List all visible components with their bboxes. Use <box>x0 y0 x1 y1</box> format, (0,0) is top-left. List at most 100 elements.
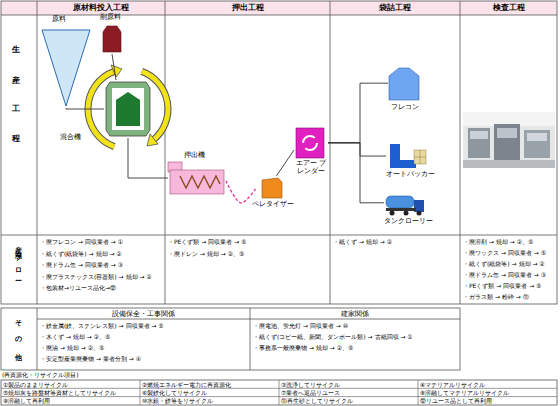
waste-flow-item: ・廃プラスチックス(容器類) → 焼却 → ② <box>40 273 152 281</box>
recycle-item: ⑧溶融してマテリアルリサイクル <box>420 389 509 397</box>
column-rule <box>140 380 141 405</box>
table-frame <box>1 380 557 405</box>
tank-lorry-node: タンクローリー <box>384 192 426 228</box>
column-rule <box>279 380 280 405</box>
row-rule <box>1 235 557 236</box>
equipment-label: 押出機 <box>184 152 205 160</box>
waste-flow-item: ・廃溶剤 → 焼却 → ②、⑤ <box>463 238 533 246</box>
recycle-item: ⑩水銀・鉄等をリサイクル <box>142 397 213 405</box>
recycle-item: ⑫リユース品として再利用 <box>420 397 492 405</box>
extruder-screw <box>180 176 220 188</box>
column-rule <box>418 380 419 405</box>
flexible-container-node: フレコン <box>388 66 422 118</box>
extruder-body <box>170 170 224 194</box>
waste-flow-item: ・事務系一般廃棄物 → 焼却 → ②、⑤ <box>253 344 353 352</box>
material-bag-node: 副原料 <box>98 14 126 54</box>
equipment-label: ペレタイザー <box>252 201 294 209</box>
table-header: 建家関係 <box>250 310 460 318</box>
process-connector <box>226 181 256 203</box>
inspection-machine-panel <box>527 133 547 141</box>
packer-bags <box>414 150 426 164</box>
rotation-arrowhead <box>111 65 122 77</box>
pelletizer-shape <box>262 178 282 198</box>
blender-node: エアー ブレンダー <box>294 126 328 174</box>
column-rule <box>37 1 38 304</box>
inspection-machine-panel <box>470 131 488 139</box>
process-connector <box>328 143 386 156</box>
equipment-outline <box>40 16 92 108</box>
waste-flow-item: ・廃ドラム缶 → 回収業者 → ③ <box>40 261 123 269</box>
process-connector <box>328 143 384 203</box>
pelletizer-node: ペレタイザー <box>256 176 290 214</box>
equipment-label: オートパッカー <box>386 171 435 179</box>
waste-flow-item: ・廃ドレン → 焼却 → ②、⑤ <box>168 250 244 258</box>
process-connector <box>66 108 104 109</box>
column-rule <box>37 308 38 370</box>
waste-flow-item: ・安定型産業廃棄物 → 業者分別 → ④ <box>40 355 141 363</box>
process-connector <box>276 150 294 176</box>
waste-flow-item: ・包装材→リユース品化→⑫ <box>40 284 116 292</box>
mixer-window <box>112 88 144 130</box>
waste-flow-item: ・廃電池、蛍光灯 → 回収業者 → ⑩ <box>253 322 348 330</box>
lorry-wheel <box>404 211 409 216</box>
packer-bag-lines <box>414 150 426 164</box>
equipment-outline <box>256 176 290 214</box>
recycle-item: ②燃焼エネルギー電力に再資源化 <box>142 381 231 389</box>
equipment-outline <box>104 80 152 138</box>
hopper-node: 原料 <box>40 16 92 108</box>
column-rule <box>250 308 251 370</box>
inspection-machine-panel <box>497 128 517 138</box>
inspection-machine <box>494 124 520 160</box>
flexible-container-shape <box>389 68 419 100</box>
column-header: 袋詰工程 <box>330 3 460 13</box>
table-frame <box>1 308 460 370</box>
waste-flow-item: ・PEくず類 → 回収業者 → ⑤ <box>463 282 541 290</box>
hopper-shape <box>42 30 90 106</box>
waste-flow-item: ・廃ドラム缶 → 回収業者 → ③ <box>463 271 546 279</box>
mixer-frame <box>106 82 150 136</box>
waste-flow-item: ・紙くず → 焼却 → ② <box>333 238 392 246</box>
inspection-machine <box>524 130 550 158</box>
recycle-item: ⑥製鉄化してリサイクル <box>142 389 207 397</box>
waste-flow-item: ・木くず → 焼却 → ②、⑤ <box>40 333 110 341</box>
recycle-item: ③洗浄してリサイクル <box>281 381 340 389</box>
column-rule <box>460 1 461 304</box>
photo-background <box>463 112 555 168</box>
waste-flow-item: ・紙くず(コピー紙、新聞、ダンボール類) → 古紙回収 → ① <box>253 333 413 341</box>
column-header: 押出工程 <box>165 3 330 13</box>
waste-flow-item: ・紙くず(紙袋等) → 焼却 → ② <box>463 260 545 268</box>
waste-flow-item: ・廃ワックス → 回収業者 → ⑤ <box>463 249 546 257</box>
column-rule <box>165 1 166 304</box>
rotation-arrowhead <box>147 134 158 146</box>
table-caption: (再資源化・リサイクル項目) <box>2 371 79 379</box>
waste-flow-item: ・紙くず(紙袋等) → 焼却 → ② <box>40 250 122 258</box>
rotation-arrows <box>88 65 168 147</box>
equipment-label: フレコン <box>391 104 419 112</box>
blender-shape <box>296 128 324 158</box>
recycle-item: ⑪再生砂としてリサイクル <box>281 397 353 405</box>
recycle-item: ⑦業者へ返品リユース <box>281 389 340 397</box>
row-rule <box>1 15 557 16</box>
equipment-label: 原料 <box>52 16 66 24</box>
row-header: 生産工程 <box>11 38 19 158</box>
equipment-label: タンクローリー <box>384 218 433 226</box>
recycle-item: ⑤焼却灰を路盤材等資材としてリサイクル <box>3 389 116 397</box>
auto-packer-node: オートパッカー <box>386 142 428 180</box>
process-connector <box>128 138 168 178</box>
waste-flow-item: ・鉄金属(鉄、ステンレス類) → 回収業者 → ⑤ <box>40 322 164 330</box>
column-header: 原材料投入工程 <box>37 3 165 13</box>
equipment-label: エアー ブレンダー <box>294 160 328 175</box>
waste-flow-item: ・廃フレコン → 回収業者 → ① <box>40 238 123 246</box>
photo-floor <box>463 160 555 168</box>
photo-wall <box>463 112 555 126</box>
lorry-wheel <box>390 211 395 216</box>
recycle-item: ④マテリアルリサイクル <box>420 381 485 389</box>
equipment-label: 副原料 <box>100 14 121 22</box>
lorry-tank <box>386 196 414 208</box>
mixer-node: 混合機 <box>104 80 152 138</box>
header-band <box>1 1 557 15</box>
waste-flow-item: ・ガラス類 → 粉砕 → ⑪ <box>463 293 529 301</box>
table-header: 設備保全・工事関係 <box>37 310 250 318</box>
